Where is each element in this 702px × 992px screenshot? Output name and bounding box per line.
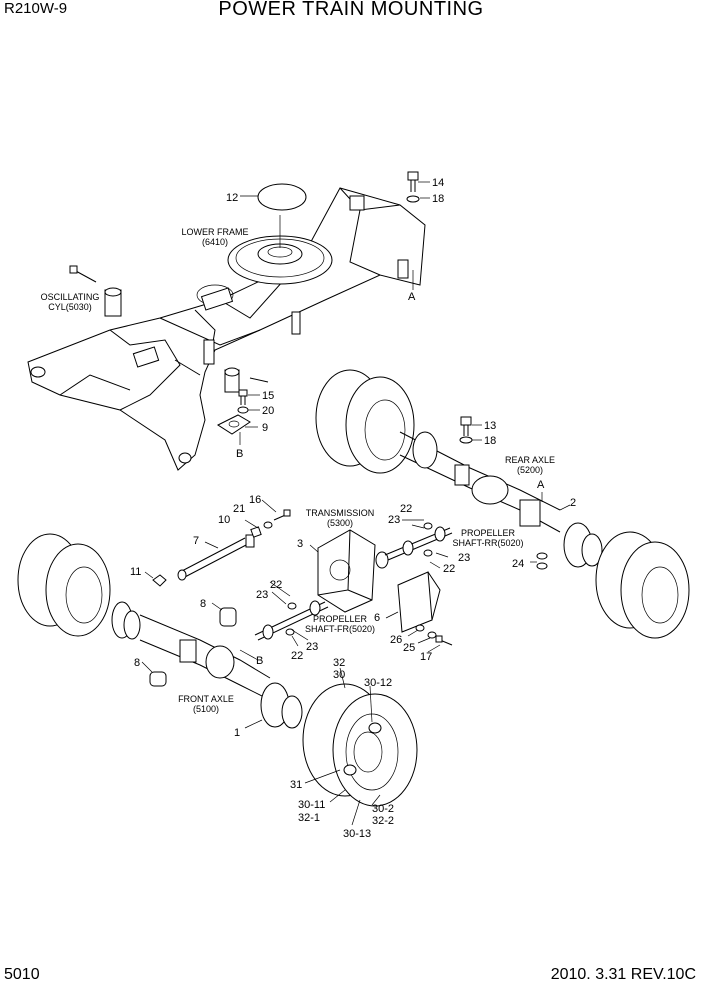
page-title: POWER TRAIN MOUNTING bbox=[218, 0, 484, 20]
callout-10: 10 bbox=[218, 514, 230, 526]
callout-17: 17 bbox=[420, 651, 432, 663]
rear-axle-name: REAR AXLE bbox=[505, 455, 555, 465]
assembly-labels: LOWER FRAME (6410) OSCILLATING CYL(5030)… bbox=[41, 227, 555, 714]
callout-32-2: 32-2 bbox=[372, 815, 394, 827]
callout-32: 32 bbox=[333, 657, 345, 669]
callout-20: 20 bbox=[262, 405, 274, 417]
callout-31: 31 bbox=[290, 779, 302, 791]
callout-32-1: 32-1 bbox=[298, 812, 320, 824]
callout-8-upper: 8 bbox=[200, 598, 206, 610]
o-ring-12 bbox=[257, 183, 307, 211]
callout-8-lower: 8 bbox=[134, 657, 140, 669]
propeller-rr-name: PROPELLER bbox=[461, 528, 516, 538]
rear-axle-code: (5200) bbox=[517, 465, 543, 475]
propeller-shaft-rr bbox=[384, 522, 453, 561]
callout-25: 25 bbox=[403, 642, 415, 654]
callout-22-fr-lower: 22 bbox=[291, 650, 303, 662]
propeller-shaft-fr bbox=[254, 600, 329, 641]
fitting-11 bbox=[152, 574, 167, 587]
propeller-rr-code: SHAFT-RR(5020) bbox=[452, 538, 523, 548]
bushing-8-upper bbox=[219, 607, 237, 627]
callout-18-upper: 18 bbox=[432, 193, 444, 205]
date-revision: 2010. 3.31 REV.10C bbox=[550, 966, 696, 983]
lower-frame bbox=[27, 187, 426, 471]
callout-23-rr-lower: 23 bbox=[458, 552, 470, 564]
callout-22-rr-upper: 22 bbox=[400, 503, 412, 515]
callout-b-axle: B bbox=[256, 655, 263, 667]
front-axle-name: FRONT AXLE bbox=[178, 694, 234, 704]
callout-21: 21 bbox=[233, 503, 245, 515]
callout-7: 7 bbox=[193, 535, 199, 547]
front-axle-code: (5100) bbox=[193, 704, 219, 714]
front-axle bbox=[17, 533, 303, 729]
lower-frame-code: (6410) bbox=[202, 237, 228, 247]
callout-30: 30 bbox=[333, 669, 345, 681]
propeller-fr-name: PROPELLER bbox=[313, 614, 368, 624]
part-callouts: 12 14 18 A 15 20 9 B 13 18 A 2 24 16 21 … bbox=[130, 177, 576, 840]
callout-13: 13 bbox=[484, 420, 496, 432]
mounting-bracket-6 bbox=[397, 571, 453, 646]
callout-16: 16 bbox=[249, 494, 261, 506]
callout-6: 6 bbox=[374, 612, 380, 624]
transmission-name: TRANSMISSION bbox=[306, 508, 375, 518]
oscillating-cyl-name: OSCILLATING bbox=[41, 292, 100, 302]
callout-14: 14 bbox=[432, 177, 444, 189]
callout-30-2: 30-2 bbox=[372, 803, 394, 815]
rear-axle bbox=[315, 369, 690, 639]
callout-24: 24 bbox=[512, 558, 524, 570]
transmission bbox=[317, 529, 389, 613]
callout-3: 3 bbox=[297, 538, 303, 550]
callout-30-12: 30-12 bbox=[364, 677, 392, 689]
callout-23-rr-upper: 23 bbox=[388, 514, 400, 526]
bracket-9-bolt-15-washer-20 bbox=[216, 367, 269, 435]
bolt-14-washer-18 bbox=[406, 171, 420, 203]
callout-a-axle: A bbox=[537, 479, 545, 491]
oscillating-cylinder-bracket bbox=[69, 265, 122, 317]
pin-7-plate-10-bolt-16 bbox=[177, 509, 291, 581]
callout-30-11: 30-11 bbox=[298, 799, 325, 811]
callout-a-frame: A bbox=[408, 291, 416, 303]
leader-lines bbox=[141, 181, 571, 826]
callout-30-13: 30-13 bbox=[343, 828, 371, 840]
callout-23-fr-upper: 23 bbox=[256, 589, 268, 601]
page-number: 5010 bbox=[4, 966, 40, 983]
callout-9: 9 bbox=[262, 422, 268, 434]
callout-b-frame: B bbox=[236, 448, 243, 460]
callout-22-fr-upper: 22 bbox=[270, 579, 282, 591]
callout-1: 1 bbox=[234, 727, 240, 739]
callout-12: 12 bbox=[226, 192, 238, 204]
transmission-code: (5300) bbox=[327, 518, 353, 528]
callout-26: 26 bbox=[390, 634, 402, 646]
callout-18-lower: 18 bbox=[484, 435, 496, 447]
callout-15: 15 bbox=[262, 390, 274, 402]
callout-22-rr-lower: 22 bbox=[443, 563, 455, 575]
model-code: R210W-9 bbox=[4, 0, 68, 17]
lower-frame-name: LOWER FRAME bbox=[181, 227, 248, 237]
callout-2: 2 bbox=[570, 497, 576, 509]
oscillating-cyl-code: CYL(5030) bbox=[48, 302, 92, 312]
callout-11: 11 bbox=[130, 566, 141, 578]
callout-23-fr-lower: 23 bbox=[306, 641, 318, 653]
front-wheel-assembly bbox=[302, 683, 418, 807]
bushing-8-lower bbox=[149, 671, 167, 687]
propeller-fr-code: SHAFT-FR(5020) bbox=[305, 624, 375, 634]
